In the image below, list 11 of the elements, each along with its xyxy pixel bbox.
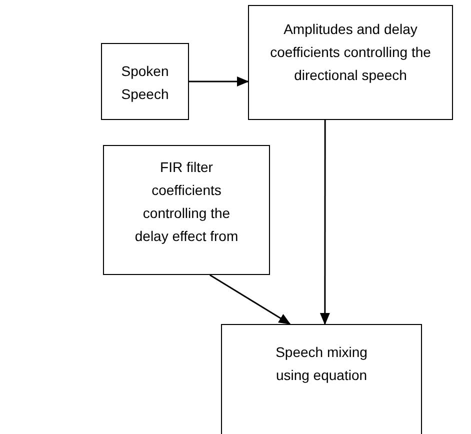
arrow (320, 120, 330, 325)
process-box (101, 43, 189, 120)
process-box (221, 324, 422, 434)
box-label: Spoken Speech (120, 62, 170, 104)
box-label: Speech mixing using equation (274, 343, 368, 385)
box-label: FIR filter coefficients controlling the delay effect from (134, 158, 240, 246)
box-label: Amplitudes and delay coefficients controlling the directional speech (269, 20, 432, 85)
process-box (248, 5, 453, 120)
process-box (103, 145, 270, 275)
arrow (209, 274, 291, 325)
arrow (189, 76, 249, 86)
